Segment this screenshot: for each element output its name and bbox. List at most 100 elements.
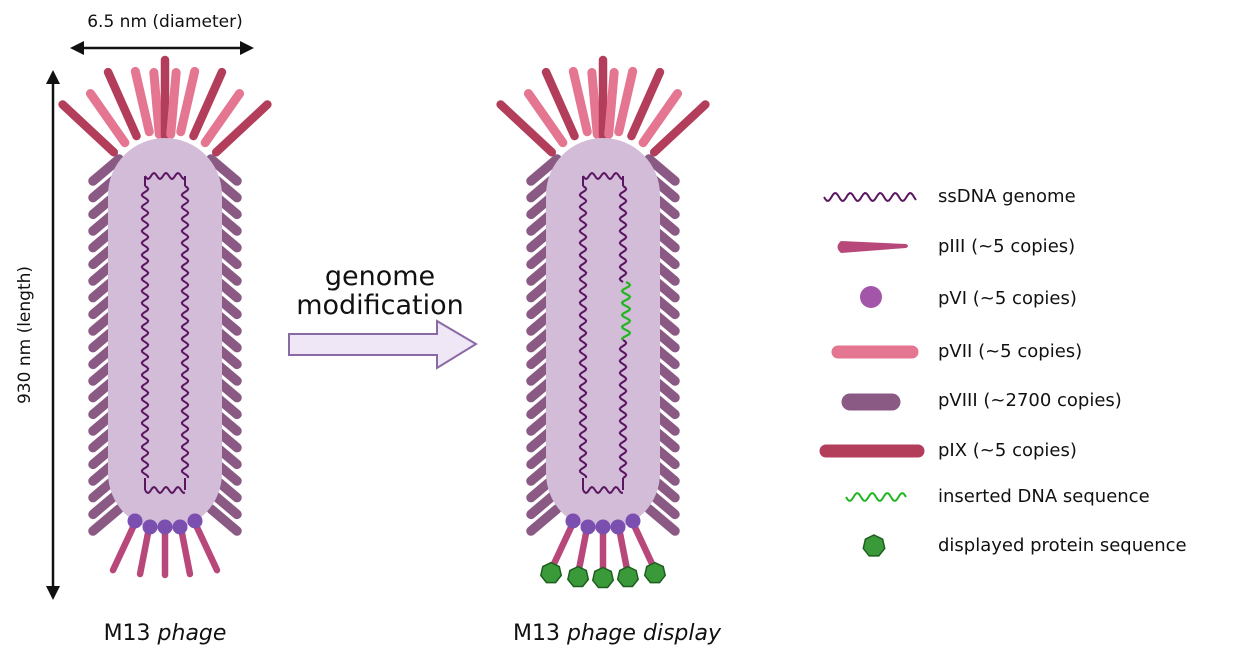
pix-spike (58, 100, 119, 157)
m13-phage-illustration (58, 55, 272, 579)
displayed-protein (643, 561, 667, 584)
pvii-spike (200, 89, 245, 148)
right-caption-italic: phage display (566, 621, 722, 646)
piii-tail-protein (109, 519, 139, 574)
pvii-spike (85, 89, 130, 148)
ssdna-genome-strand (618, 185, 628, 283)
ssdna-genome-strand (144, 485, 186, 495)
pviii-coat-protein (644, 504, 680, 536)
piii-tail-protein (191, 519, 221, 574)
pvi-protein (625, 513, 641, 529)
legend-label-piii: pIII (~5 copies) (938, 236, 1075, 257)
right-caption-main: M13 (513, 621, 567, 646)
pvii-spike (614, 66, 638, 137)
diameter-arrowhead-left (70, 41, 84, 55)
ssdna-genome-strand (582, 176, 624, 490)
legend-label-pvi: pVI (~5 copies) (938, 288, 1077, 309)
legend-item-pvii: pVII (~5 copies) (831, 341, 1082, 362)
legend-item-insert: inserted DNA sequence (845, 486, 1150, 507)
diameter-dimension: 6.5 nm (diameter) (70, 12, 254, 55)
pvi-protein (142, 519, 158, 535)
pvii-spike (166, 67, 181, 139)
pix-spike (541, 67, 579, 141)
left-caption: M13 phage (104, 621, 227, 646)
legend-label-pvii: pVII (~5 copies) (938, 341, 1082, 362)
legend-item-piii: pIII (~5 copies) (837, 236, 1075, 257)
phage-capsid (546, 138, 660, 530)
legend-item-pviii: pVIII (~2700 copies) (841, 390, 1122, 411)
ssdna-genome-strand (578, 185, 588, 479)
pvi-protein (580, 519, 596, 535)
pvii-spike (587, 67, 602, 139)
piii-tail-protein (547, 519, 577, 574)
ssdna-genome-strand (144, 171, 186, 181)
inserted-dna-sequence (620, 281, 632, 341)
ssdna-genome-icon (823, 191, 917, 203)
legend-label-pix: pIX (~5 copies) (938, 440, 1077, 461)
pvii-spike (568, 66, 592, 137)
pviii-coat-protein (206, 154, 242, 186)
diameter-arrowhead-right (240, 41, 254, 55)
pvii-spike (604, 67, 619, 139)
legend: ssDNA genome pIII (~5 copies) pVI (~5 co… (819, 186, 1187, 557)
pvi-protein (127, 513, 143, 529)
legend-label-ssdna: ssDNA genome (938, 186, 1076, 207)
displayed-protein-icon (862, 534, 886, 557)
pix-spike (189, 67, 227, 141)
inserted-dna-icon (845, 492, 907, 502)
legend-label-insert: inserted DNA sequence (938, 486, 1150, 507)
pvii-spike (638, 89, 683, 148)
displayed-protein (539, 561, 563, 584)
ssdna-genome-strand (144, 176, 186, 490)
pvi-protein (595, 519, 611, 535)
phage-capsid (108, 138, 222, 530)
right-caption: M13 phage display (513, 621, 722, 646)
pvi-protein (172, 519, 188, 535)
legend-item-pix: pIX (~5 copies) (819, 440, 1077, 461)
pix-spike (103, 67, 141, 141)
ssdna-genome-strand (140, 185, 150, 479)
pviii-coat-protein (206, 504, 242, 536)
left-caption-main: M13 (104, 621, 158, 646)
pvi-protein (187, 513, 203, 529)
pix-spike (496, 100, 557, 157)
pviii-coat-protein (526, 154, 562, 186)
pviii-coat-protein (644, 154, 680, 186)
pvi-protein-icon (860, 286, 882, 308)
length-arrowhead-bottom (46, 586, 60, 600)
pvii-spike (130, 66, 154, 137)
pvii-spike (523, 89, 568, 148)
length-dimension: 930 nm (length) (15, 70, 60, 600)
pix-spike (627, 67, 665, 141)
legend-item-pvi: pVI (~5 copies) (860, 286, 1077, 309)
displayed-protein (591, 566, 615, 589)
ssdna-genome-strand (582, 171, 624, 181)
legend-label-pviii: pVIII (~2700 copies) (938, 390, 1122, 411)
ssdna-genome-strand (180, 185, 190, 479)
pvi-protein (157, 519, 173, 535)
left-caption-italic: phage (157, 621, 227, 646)
genome-modification-arrow: genome modification (288, 261, 478, 370)
pviii-coat-protein (526, 504, 562, 536)
ssdna-genome-strand (582, 485, 624, 495)
length-label: 930 nm (length) (15, 266, 35, 404)
diameter-label: 6.5 nm (diameter) (87, 12, 243, 32)
pvii-spike (176, 66, 200, 137)
legend-label-display: displayed protein sequence (938, 535, 1187, 556)
legend-item-ssdna: ssDNA genome (823, 186, 1076, 207)
pvi-protein (565, 513, 581, 529)
ssdna-genome-strand (618, 339, 628, 479)
arrow-label-line1: genome (325, 261, 435, 292)
displayed-protein (616, 565, 639, 588)
pviii-coat-protein (88, 154, 124, 186)
m13-phage-display-illustration (496, 55, 710, 589)
arrow-label-line2: modification (296, 290, 464, 321)
piii-protein-icon (837, 241, 908, 253)
displayed-protein (567, 565, 590, 588)
pvii-spike (149, 67, 164, 139)
pviii-coat-protein (88, 504, 124, 536)
block-arrow-shape (288, 319, 478, 370)
pix-spike (649, 100, 710, 157)
